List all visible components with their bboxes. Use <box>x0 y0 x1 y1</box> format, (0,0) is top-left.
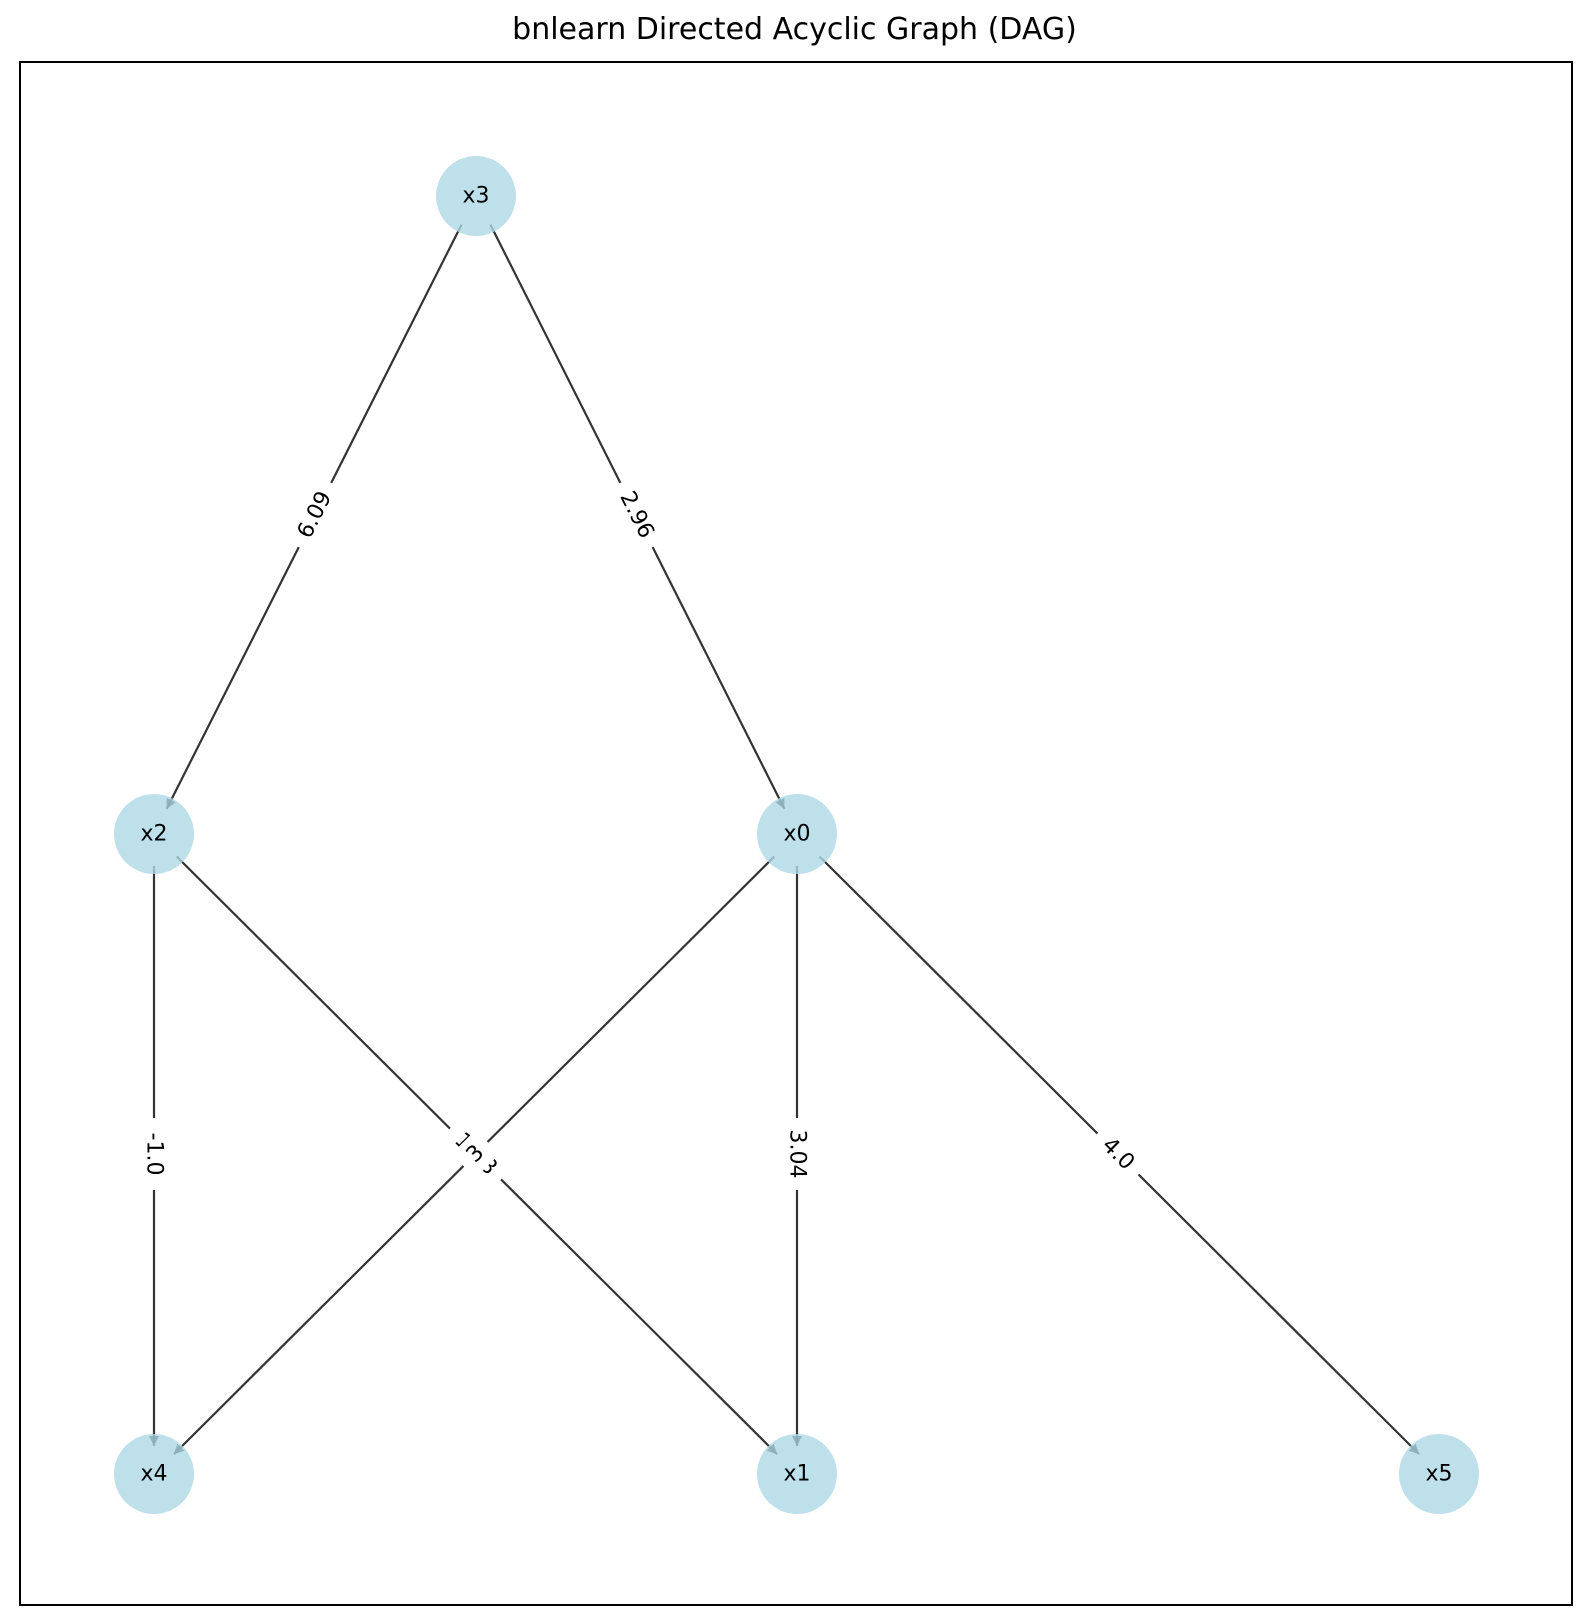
plot-frame <box>19 61 1573 1606</box>
node-label: x4 <box>140 1462 167 1487</box>
node-x1: x1 <box>757 1434 837 1514</box>
edge-weight-text: 3.04 <box>785 1130 810 1179</box>
node-x0: x0 <box>757 794 837 874</box>
node-label: x2 <box>140 822 167 847</box>
edge-label-background <box>780 1118 814 1190</box>
node-x3: x3 <box>436 156 516 236</box>
node-label: x5 <box>1425 1462 1452 1487</box>
edge-label-x0-x1: 3.04 <box>780 1118 814 1190</box>
node-circle <box>114 1434 194 1514</box>
node-x2: x2 <box>114 794 194 874</box>
graph-title: bnlearn Directed Acyclic Graph (DAG) <box>512 12 1077 47</box>
edge-label-background <box>452 1131 499 1177</box>
edge-label-x2-x4: -1.0 <box>137 1118 171 1190</box>
edge-label-x3-x2: 6.09 <box>283 475 347 555</box>
edge-label-x0-x4: 3 <box>452 1131 499 1177</box>
node-label: x1 <box>783 1462 810 1487</box>
node-circle <box>436 156 516 236</box>
node-circle <box>757 794 837 874</box>
node-label: x0 <box>783 822 810 847</box>
nodes-layer: x3 x2 x0 x4 x1 x5 <box>114 156 1479 1514</box>
node-label: x3 <box>462 184 489 209</box>
edge-label-x3-x0: 2.96 <box>605 475 668 555</box>
node-circle <box>757 1434 837 1514</box>
node-circle <box>114 794 194 874</box>
edge-labels-layer: 6.092.96-1.01.9833.044.0 <box>137 475 1151 1192</box>
edge-weight-text: -1.0 <box>142 1133 167 1176</box>
edge-label-background <box>283 475 347 555</box>
edge-label-background <box>605 475 668 555</box>
edge-label-background <box>1085 1121 1151 1187</box>
edge-label-background <box>137 1118 171 1190</box>
node-x4: x4 <box>114 1434 194 1514</box>
node-x5: x5 <box>1399 1434 1479 1514</box>
node-circle <box>1399 1434 1479 1514</box>
